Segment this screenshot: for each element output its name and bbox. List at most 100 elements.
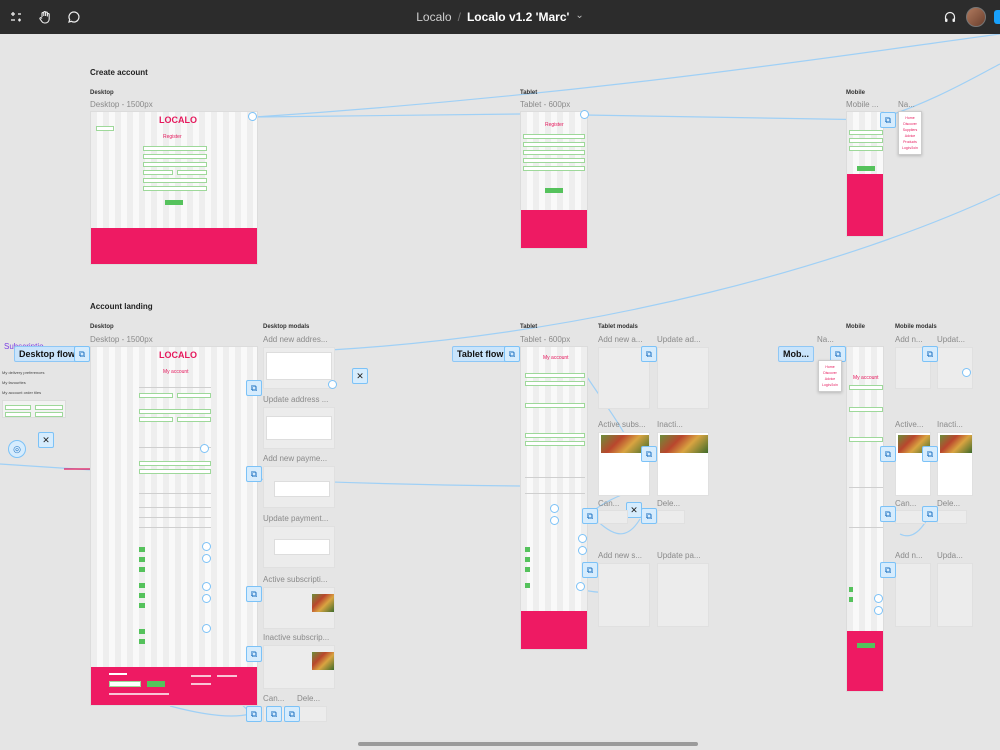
prototype-connection-icon[interactable]: ⧉ xyxy=(582,562,598,578)
frame-name[interactable]: Add new a... xyxy=(598,335,643,344)
connection-dot[interactable] xyxy=(200,444,209,453)
prototype-connection-icon[interactable]: ⧉ xyxy=(246,646,262,662)
connection-dot[interactable] xyxy=(962,368,971,377)
frame-add-new-address[interactable] xyxy=(263,347,335,389)
tablet-flow-label[interactable]: Tablet flow xyxy=(452,346,509,362)
frame-name-tablet-landing[interactable]: Tablet - 600px xyxy=(520,335,571,344)
frame-mobile-account[interactable]: My account xyxy=(846,346,884,692)
frame-name[interactable]: Dele... xyxy=(657,499,681,508)
frame-tablet-register[interactable]: Register xyxy=(520,111,588,249)
frame-tablet-account[interactable]: My account xyxy=(520,346,588,650)
desktop-flow-label[interactable]: Desktop flow xyxy=(14,346,81,362)
frame-name[interactable]: Dele... xyxy=(937,499,961,508)
nav-item[interactable]: Suppliers xyxy=(902,128,918,132)
frame-tablet-update-payment[interactable] xyxy=(657,563,709,627)
connection-dot[interactable] xyxy=(874,594,883,603)
close-overlay-icon[interactable]: ✕ xyxy=(626,502,642,518)
frame-name-desktop-create[interactable]: Desktop - 1500px xyxy=(90,100,153,109)
nav-item[interactable]: Login/Join xyxy=(822,383,838,387)
prototype-connection-icon[interactable]: ⧉ xyxy=(641,508,657,524)
frame-tablet-delete[interactable] xyxy=(657,510,685,524)
connection-dot[interactable] xyxy=(550,504,559,513)
connection-dot[interactable] xyxy=(580,110,589,119)
prototype-connection-icon[interactable]: ⧉ xyxy=(922,346,938,362)
nav-item[interactable]: Advice xyxy=(904,134,916,138)
frame-update-payment[interactable] xyxy=(263,526,335,568)
prototype-start-icon[interactable]: ⧉ xyxy=(504,346,520,362)
frame-name[interactable]: Add new addres... xyxy=(263,335,328,344)
frame-tablet-add-payment[interactable] xyxy=(598,563,650,627)
frame-name[interactable]: Updat... xyxy=(937,335,966,344)
frame-mobile-delete[interactable] xyxy=(937,510,967,524)
connection-dot[interactable] xyxy=(202,582,211,591)
chevron-down-icon[interactable]: ⌄ xyxy=(575,9,584,21)
frame-mobile-register[interactable] xyxy=(846,111,884,237)
mobile-flow-label[interactable]: Mob... xyxy=(778,346,814,362)
prototype-connection-icon[interactable]: ⧉ xyxy=(246,466,262,482)
frame-name[interactable]: Can... xyxy=(263,694,285,703)
prototype-connection-icon[interactable]: ⧉ xyxy=(922,446,938,462)
connection-dot[interactable] xyxy=(578,534,587,543)
avatar[interactable] xyxy=(966,7,986,27)
prototype-start-icon[interactable]: ⧉ xyxy=(880,112,896,128)
nav-dropdown[interactable]: Home Discover Suppliers Advice Products … xyxy=(898,111,922,155)
connection-dot[interactable] xyxy=(578,546,587,555)
frame-name[interactable]: Inacti... xyxy=(657,420,683,429)
frame-name[interactable]: Upda... xyxy=(937,551,963,560)
frame-inactive-subscription[interactable] xyxy=(263,645,335,689)
close-overlay-icon[interactable]: ✕ xyxy=(352,368,368,384)
frame-tablet-update-address[interactable] xyxy=(657,347,709,409)
nav-item[interactable]: Discover xyxy=(823,371,837,375)
prototype-connection-icon[interactable]: ⧉ xyxy=(880,506,896,522)
frame-name-tablet-create[interactable]: Tablet - 600px xyxy=(520,100,571,109)
connection-dot[interactable] xyxy=(576,582,585,591)
nav-item[interactable]: Products xyxy=(903,140,917,144)
frame-active-subscription[interactable] xyxy=(263,587,335,629)
frame-update-address[interactable] xyxy=(263,407,335,449)
nav-item[interactable]: Advice xyxy=(824,377,836,381)
frame-mobile-cancel[interactable] xyxy=(895,510,925,524)
connection-dot[interactable] xyxy=(248,112,257,121)
prototype-connection-icon[interactable]: ⧉ xyxy=(582,508,598,524)
frame-name[interactable]: Inacti... xyxy=(937,420,963,429)
frame-name[interactable]: Add new s... xyxy=(598,551,643,560)
frame-mobile-active-sub[interactable] xyxy=(895,432,931,496)
frame-name[interactable]: Inactive subscrip... xyxy=(263,633,330,642)
prototype-connection-icon[interactable]: ⧉ xyxy=(284,706,300,722)
frame-name[interactable]: Can... xyxy=(895,499,917,508)
connection-dot[interactable] xyxy=(202,554,211,563)
frame-desktop-register[interactable]: LOCALO Register xyxy=(90,111,258,265)
frame-mobile-add-payment[interactable] xyxy=(895,563,931,627)
design-canvas[interactable]: Create account Account landing Desktop D… xyxy=(0,34,1000,750)
frame-name[interactable]: Dele... xyxy=(297,694,321,703)
headphones-icon[interactable] xyxy=(940,7,960,27)
close-overlay-icon[interactable]: ✕ xyxy=(38,432,54,448)
frame-mobile-update-payment[interactable] xyxy=(937,563,973,627)
prototype-start-icon[interactable]: ⧉ xyxy=(74,346,90,362)
connection-dot[interactable] xyxy=(202,624,211,633)
frame-name[interactable]: Update ad... xyxy=(657,335,701,344)
frame-name[interactable]: Active subscripti... xyxy=(263,575,328,584)
project-name[interactable]: Localo xyxy=(416,10,452,24)
frame-tablet-cancel[interactable] xyxy=(598,510,628,524)
connection-dot[interactable] xyxy=(550,516,559,525)
frame-name-nav-create[interactable]: Na... xyxy=(898,100,915,109)
frame-name-desktop-landing[interactable]: Desktop - 1500px xyxy=(90,335,153,344)
prototype-connection-icon[interactable]: ⧉ xyxy=(246,380,262,396)
canvas-scrollbar[interactable] xyxy=(358,742,698,746)
frame-tablet-active-sub[interactable] xyxy=(598,432,650,496)
comment-icon[interactable] xyxy=(64,7,84,27)
nav-item[interactable]: Home xyxy=(825,365,835,369)
prototype-connection-icon[interactable]: ⧉ xyxy=(266,706,282,722)
frame-name-nav-landing[interactable]: Na... xyxy=(817,335,834,344)
prototype-connection-icon[interactable]: ⧉ xyxy=(246,586,262,602)
frame-name[interactable]: Active subs... xyxy=(598,420,646,429)
connection-dot[interactable] xyxy=(328,380,337,389)
frame-name[interactable]: Update address ... xyxy=(263,395,329,404)
prototype-connection-icon[interactable]: ⧉ xyxy=(641,346,657,362)
prototype-connection-icon[interactable]: ⧉ xyxy=(641,446,657,462)
nav-item[interactable]: Discover xyxy=(903,122,917,126)
prototype-connection-icon[interactable]: ⧉ xyxy=(880,562,896,578)
share-button-edge[interactable] xyxy=(994,10,1000,24)
connection-dot[interactable] xyxy=(202,594,211,603)
